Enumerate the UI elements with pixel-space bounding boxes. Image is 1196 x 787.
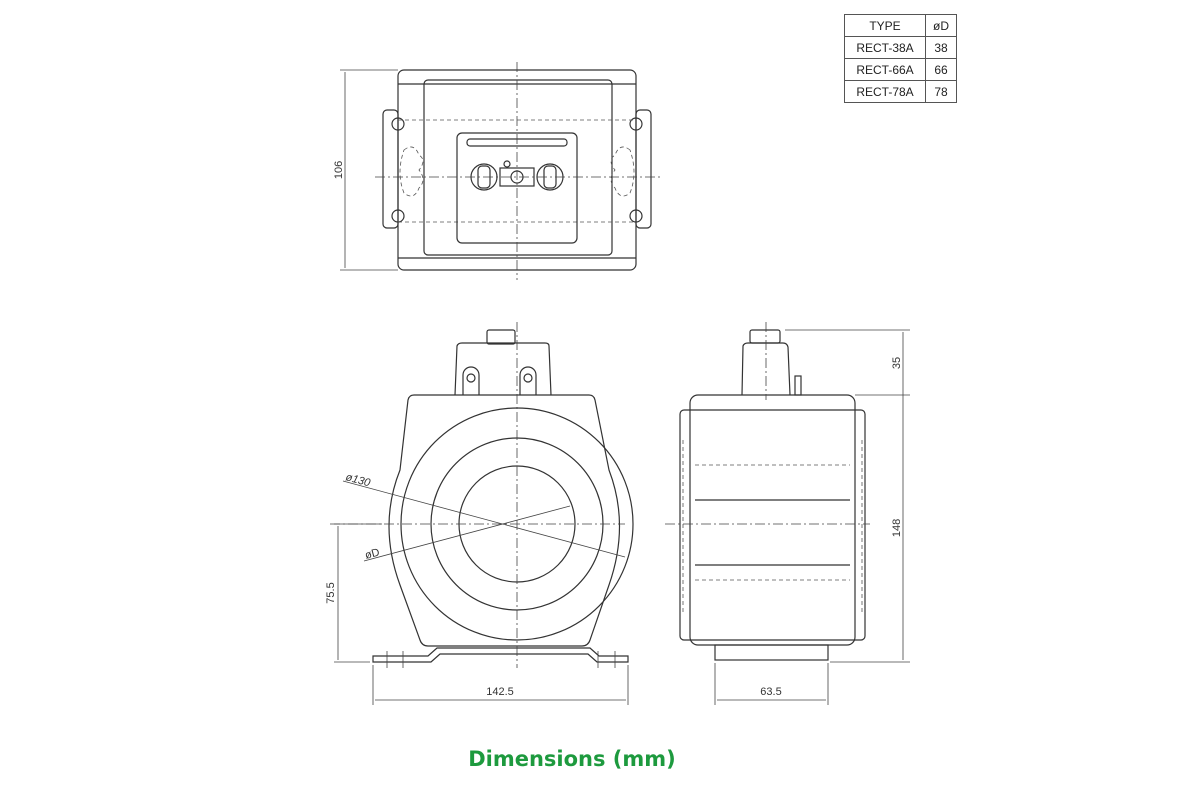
caption: Dimensions (mm) <box>468 747 676 771</box>
front-view <box>330 322 634 705</box>
dim-outer-diameter: ø130 <box>344 471 372 489</box>
cell-diameter: 38 <box>925 36 957 59</box>
table-row: RECT-78A 78 <box>844 80 957 103</box>
header-type: TYPE <box>844 14 926 37</box>
cell-type: RECT-66A <box>844 58 926 81</box>
dim-center-height: 75.5 <box>325 582 337 603</box>
cell-type: RECT-78A <box>844 80 926 103</box>
table-row: RECT-38A 38 <box>844 36 957 59</box>
table-header-row: TYPE øD <box>844 14 957 37</box>
dim-total-height: 148 <box>891 519 903 537</box>
cell-type: RECT-38A <box>844 36 926 59</box>
cell-diameter: 66 <box>925 58 957 81</box>
type-diameter-table: TYPE øD RECT-38A 38 RECT-66A 66 RECT-78A… <box>844 14 957 103</box>
table-row: RECT-66A 66 <box>844 58 957 81</box>
dim-head-height: 35 <box>891 357 903 369</box>
dim-top-height: 106 <box>333 161 345 179</box>
dim-inner-diameter: øD <box>364 546 381 561</box>
dim-front-width: 142.5 <box>486 686 514 698</box>
header-diameter: øD <box>925 14 957 37</box>
side-view <box>665 322 910 705</box>
cell-diameter: 78 <box>925 80 957 103</box>
dim-side-width: 63.5 <box>760 686 781 698</box>
top-view <box>340 62 660 280</box>
